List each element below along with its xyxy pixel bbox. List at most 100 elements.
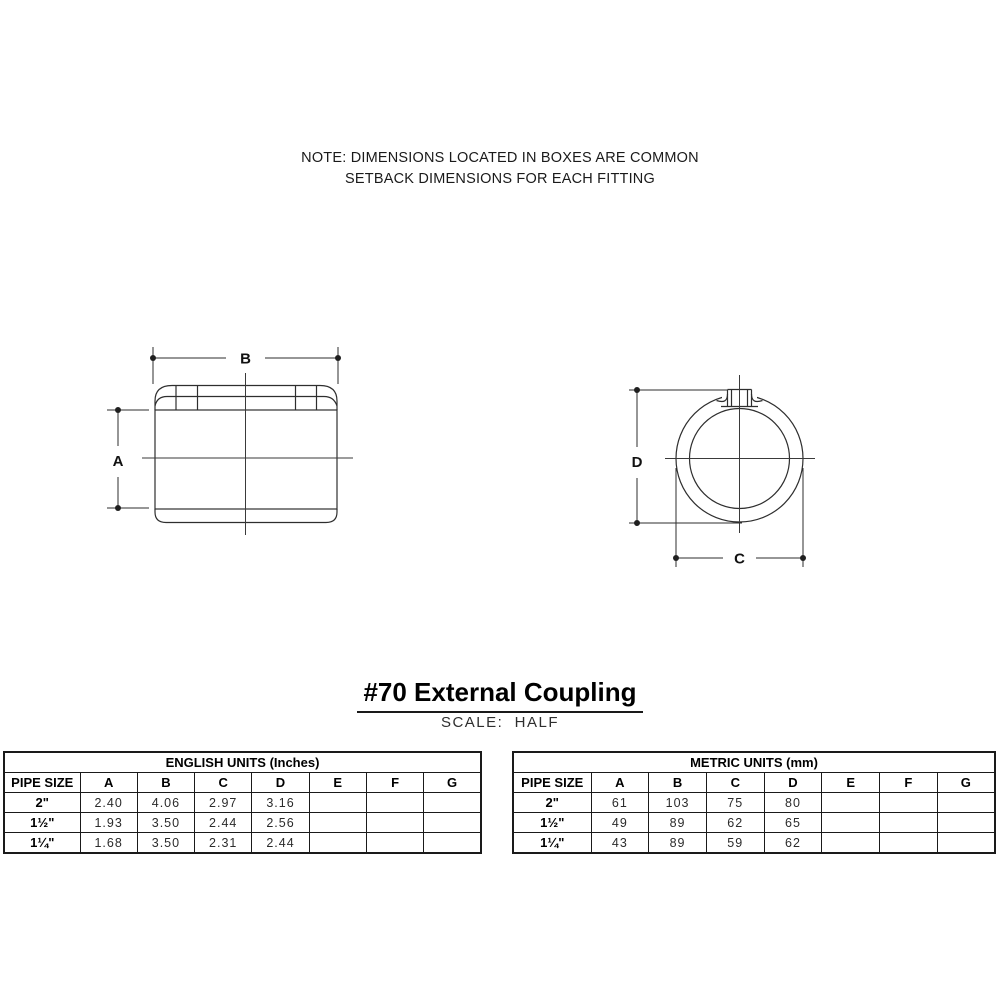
value-cell: 2.56	[251, 812, 310, 833]
table-header-row: PIPE SIZE A B C D E F G	[512, 772, 996, 793]
value-cell: 89	[648, 832, 707, 854]
pipe-size-cell: 1½"	[3, 812, 81, 833]
value-cell	[821, 812, 881, 833]
value-cell: 62	[763, 832, 823, 854]
value-cell: 3.50	[136, 832, 196, 854]
pipe-size-cell: 1¼"	[512, 832, 592, 854]
value-cell	[308, 812, 367, 833]
dim-label-A: A	[113, 453, 124, 470]
value-cell	[308, 832, 367, 854]
note-block: NOTE: DIMENSIONS LOCATED IN BOXES ARE CO…	[0, 148, 1000, 190]
value-cell: 103	[648, 792, 707, 813]
value-cell	[423, 812, 482, 833]
column-header: C	[705, 772, 765, 793]
table-title-row: ENGLISH UNITS (Inches)	[3, 751, 482, 773]
value-cell	[365, 812, 425, 833]
table-row: 2" 61 103 75 80	[512, 792, 996, 813]
column-header: F	[365, 772, 425, 793]
value-cell	[821, 832, 881, 854]
value-cell	[936, 832, 996, 854]
note-line-1: NOTE: DIMENSIONS LOCATED IN BOXES ARE CO…	[301, 150, 699, 166]
dim-dot	[634, 387, 640, 393]
table-row: 1¼" 1.68 3.50 2.31 2.44	[3, 832, 482, 854]
value-cell: 2.44	[194, 812, 253, 833]
value-cell: 61	[590, 792, 650, 813]
dim-label-D: D	[632, 454, 643, 471]
column-header: D	[763, 772, 823, 793]
pipe-size-cell: 1½"	[512, 812, 592, 833]
table-title-row: METRIC UNITS (mm)	[512, 751, 996, 773]
metric-units-table: METRIC UNITS (mm) PIPE SIZE A B C D E F …	[512, 751, 996, 854]
table-row: 1¼" 43 89 59 62	[512, 832, 996, 854]
column-header: B	[136, 772, 196, 793]
pipe-size-cell: 2"	[512, 792, 592, 813]
value-cell	[423, 832, 482, 854]
dim-dot	[335, 355, 341, 361]
column-header: B	[648, 772, 707, 793]
value-cell: 62	[705, 812, 765, 833]
column-header: A	[79, 772, 138, 793]
value-cell: 4.06	[136, 792, 196, 813]
column-header: G	[936, 772, 996, 793]
lug-fillet	[750, 393, 763, 403]
lug-fillet	[716, 393, 729, 403]
scale-label: SCALE: HALF	[440, 714, 560, 731]
pipe-size-cell: 1¼"	[3, 832, 81, 854]
english-units-table: ENGLISH UNITS (Inches) PIPE SIZE A B C D…	[3, 751, 482, 854]
dimension-A: A	[107, 407, 149, 511]
metric-table-title: METRIC UNITS (mm)	[512, 751, 996, 773]
value-cell	[879, 832, 938, 854]
value-cell: 75	[705, 792, 765, 813]
table-row: 1½" 49 89 62 65	[512, 812, 996, 833]
table-row: 1½" 1.93 3.50 2.44 2.56	[3, 812, 482, 833]
dim-label-B: B	[240, 351, 251, 368]
drawing-title: #70 External Coupling	[357, 677, 643, 713]
dim-dot	[634, 520, 640, 526]
value-cell: 43	[590, 832, 650, 854]
pipe-size-cell: 2"	[3, 792, 81, 813]
side-view: B A	[107, 347, 353, 535]
value-cell: 2.40	[79, 792, 138, 813]
dim-dot	[115, 407, 121, 413]
dimension-D: D	[629, 387, 742, 526]
value-cell: 89	[648, 812, 707, 833]
column-header: D	[251, 772, 310, 793]
dimension-C: C	[673, 468, 806, 568]
value-cell	[423, 792, 482, 813]
dim-dot	[800, 555, 806, 561]
table-header-row: PIPE SIZE A B C D E F G	[3, 772, 482, 793]
end-view: D C	[629, 375, 815, 568]
value-cell	[365, 792, 425, 813]
dim-dot	[150, 355, 156, 361]
column-header: C	[194, 772, 253, 793]
column-header: E	[821, 772, 881, 793]
value-cell	[365, 832, 425, 854]
column-header: G	[423, 772, 482, 793]
table-row: 2" 2.40 4.06 2.97 3.16	[3, 792, 482, 813]
column-header: PIPE SIZE	[3, 772, 81, 793]
value-cell	[936, 812, 996, 833]
value-cell: 3.16	[251, 792, 310, 813]
column-header: F	[879, 772, 938, 793]
value-cell: 49	[590, 812, 650, 833]
dimension-B: B	[150, 347, 341, 384]
column-header: PIPE SIZE	[512, 772, 592, 793]
column-header: A	[590, 772, 650, 793]
title-block: #70 External Coupling	[0, 677, 1000, 713]
column-header: E	[308, 772, 367, 793]
dim-dot	[115, 505, 121, 511]
value-cell	[308, 792, 367, 813]
value-cell: 59	[705, 832, 765, 854]
value-cell: 2.97	[194, 792, 253, 813]
value-cell	[879, 792, 938, 813]
value-cell	[821, 792, 881, 813]
note-line-2: SETBACK DIMENSIONS FOR EACH FITTING	[345, 171, 655, 187]
value-cell: 3.50	[136, 812, 196, 833]
dim-dot	[673, 555, 679, 561]
value-cell	[936, 792, 996, 813]
value-cell: 1.68	[79, 832, 138, 854]
value-cell: 80	[763, 792, 823, 813]
value-cell: 2.44	[251, 832, 310, 854]
